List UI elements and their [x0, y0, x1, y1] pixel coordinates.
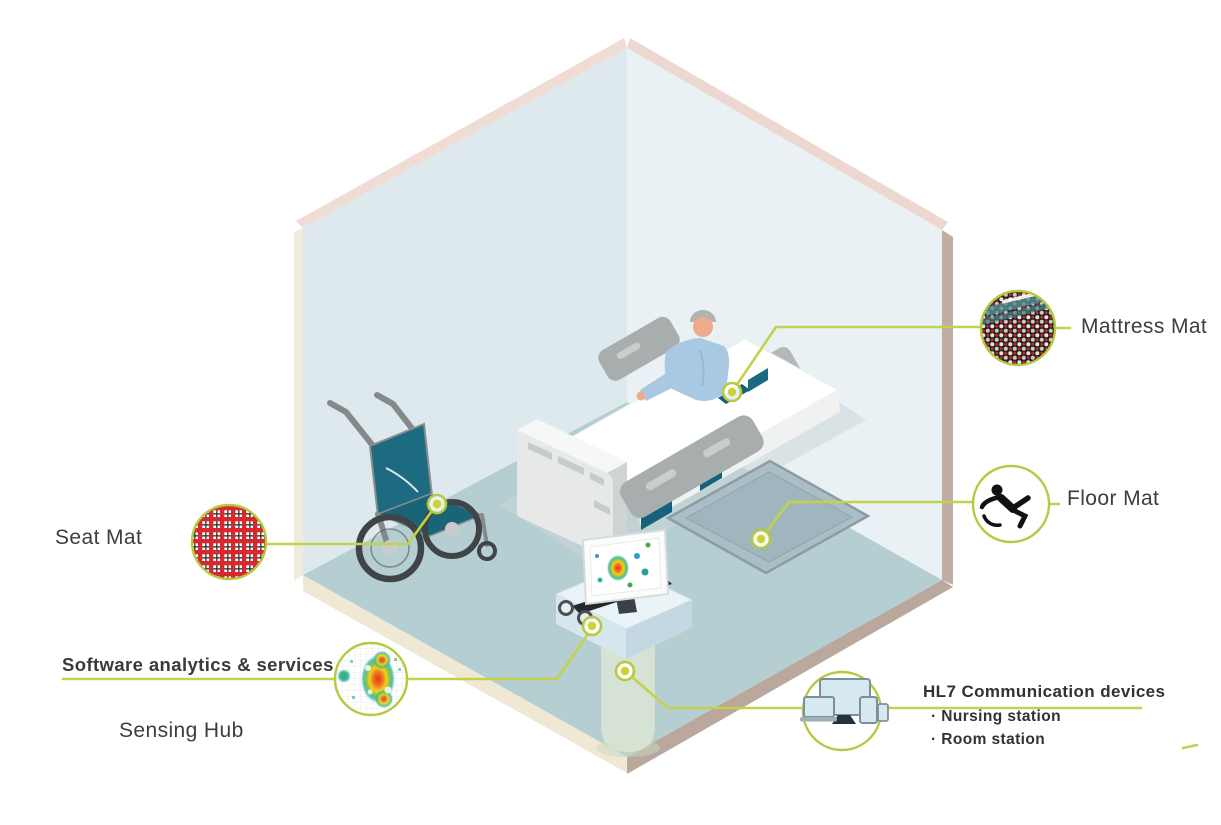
hub-body-right — [626, 600, 692, 659]
falling-person-icon — [979, 484, 1031, 529]
leader-line-hl7 — [623, 669, 1143, 710]
mattress-mat-icon — [979, 289, 1057, 367]
hl7-item-nursing-station: · Nursing station — [931, 708, 1061, 725]
room-wall-right — [627, 48, 942, 580]
sensing-hub-cart — [554, 528, 694, 757]
footboard-slot — [594, 500, 610, 515]
tablet-icon — [859, 696, 878, 724]
hub-column — [601, 640, 655, 752]
bed-near-rail — [620, 415, 764, 518]
leader-line-mattress — [730, 325, 982, 394]
room-rim-bottom-right — [627, 580, 953, 774]
leader-line-software — [61, 626, 594, 681]
target-dot-mattress — [721, 381, 743, 403]
bed-footboard-front — [517, 430, 613, 560]
laptop-icon — [803, 696, 835, 718]
room-rim-bottom-left — [303, 575, 627, 773]
stray-accent-dash — [1181, 743, 1199, 750]
bed-accent-teal-3 — [748, 368, 768, 392]
hl7-devices-label: HL7 Communication devices — [923, 682, 1166, 701]
software-heatmap-icon — [333, 641, 409, 717]
patient-face — [693, 317, 713, 337]
patient-shirt-fold — [699, 349, 705, 387]
room-edge-left — [294, 228, 303, 581]
room-ridge-left — [296, 38, 627, 228]
hl7-device-list: · Nursing station · Room station — [931, 706, 1061, 751]
room-ridge-right — [627, 38, 948, 230]
leader-line-seat-mat — [265, 502, 439, 546]
floor-mat-label: Floor Mat — [1067, 487, 1160, 510]
phone-icon — [877, 703, 889, 722]
patient-body — [664, 338, 730, 401]
wheelchair-hub-left — [382, 540, 398, 556]
floor-mat-inner — [684, 471, 854, 563]
floor-mat — [665, 459, 871, 575]
hospital-bed — [500, 310, 866, 568]
pressure-heatmap-blob — [337, 651, 401, 708]
sensor-target-dots — [426, 381, 772, 682]
bed-far-rail — [598, 316, 680, 381]
wheelchair-rim-left — [370, 528, 410, 568]
footboard-slot — [528, 442, 552, 460]
wheelchair-caster — [477, 541, 497, 561]
patient-hand — [636, 391, 646, 401]
leader-line-floor-mat — [759, 500, 976, 541]
multi-device-icons — [800, 678, 889, 724]
software-analytics-label: Software analytics & services — [62, 654, 334, 675]
wheelchair-wheel-right — [422, 499, 482, 559]
footboard-slot — [558, 456, 584, 475]
monitor-stand-icon — [832, 715, 856, 724]
target-dot-column — [614, 660, 636, 682]
patient-arm — [640, 372, 676, 401]
hub-screen-heatmap — [595, 542, 651, 588]
sensing-hub-label: Sensing Hub — [119, 719, 244, 742]
seat-mat-icon — [190, 503, 268, 581]
target-dot-hub — [581, 615, 603, 637]
mattress-mat-label: Mattress Mat — [1081, 315, 1208, 338]
seat-mat-label: Seat Mat — [55, 526, 143, 549]
target-dot-floor-mat — [750, 528, 772, 550]
target-dot-seat — [426, 493, 448, 515]
patient-hair — [690, 310, 716, 322]
hl7-devices-icon — [800, 670, 889, 752]
patient — [636, 310, 730, 401]
wheelchair-hub-right — [445, 522, 459, 536]
wheelchair-wheel-left — [355, 513, 425, 583]
bed-footboard-top — [517, 419, 627, 473]
hl7-item-room-station: · Room station — [931, 730, 1046, 748]
room-edge-right — [942, 230, 953, 585]
footboard-slot — [590, 472, 604, 486]
leader-lines — [61, 325, 1199, 750]
hub-camera-lens-1 — [558, 600, 574, 616]
laptop-base-icon — [800, 717, 837, 722]
wheelchair-glint — [385, 467, 419, 493]
floor-mat-icon — [971, 464, 1051, 544]
